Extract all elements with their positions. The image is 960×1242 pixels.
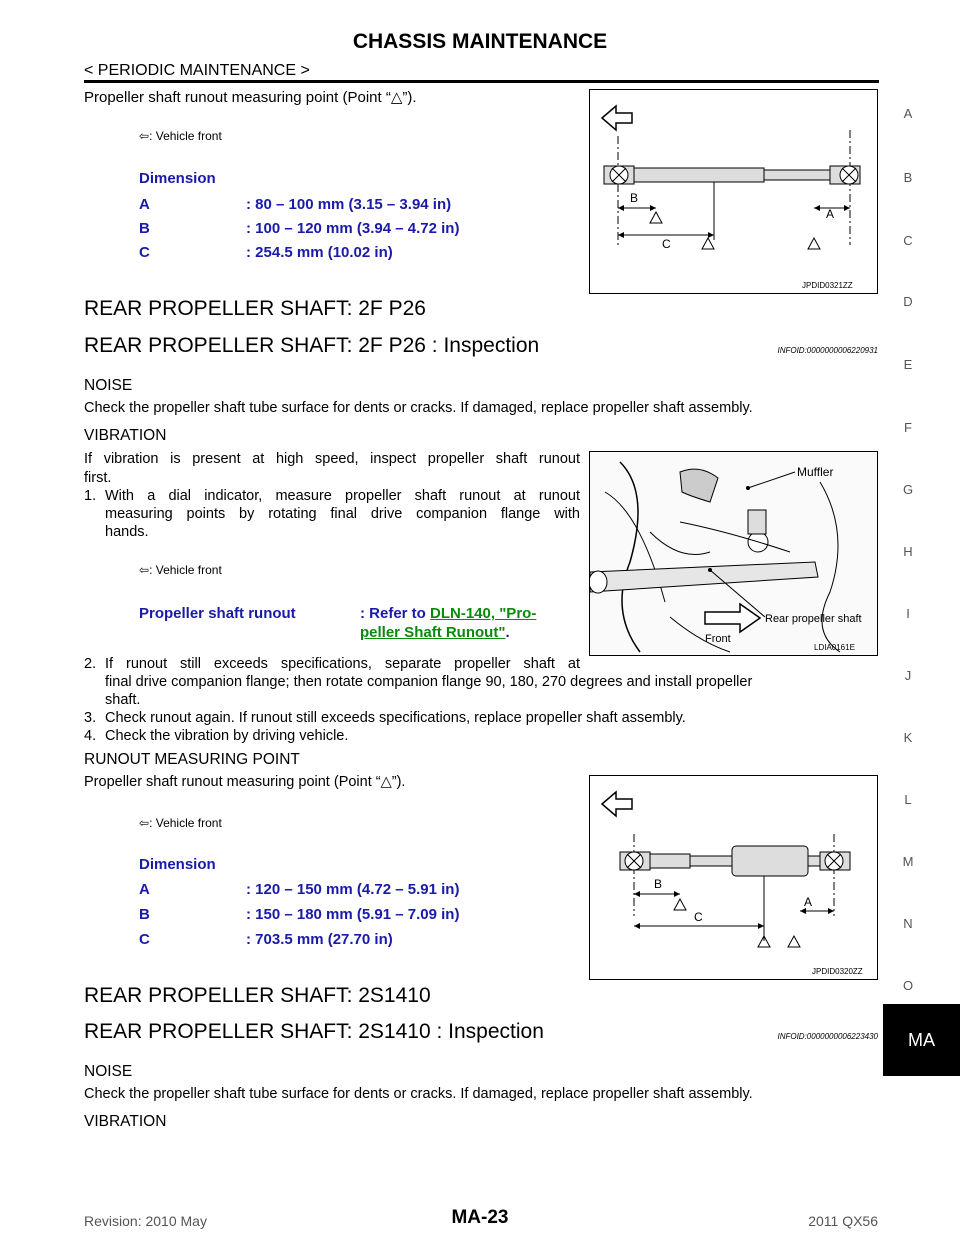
intro-text: Propeller shaft runout measuring point (… [84,774,406,790]
arrow-outline-icon: ⇦ [139,816,150,830]
dimension-row: B: 100 – 120 mm (3.94 – 4.72 in) [139,220,460,237]
label-b: B [630,191,638,205]
dln-140-link[interactable]: peller Shaft Runout" [360,624,506,641]
vehicle-front-legend: ⇦: Vehicle front [139,563,222,577]
dimension-label: Dimension [139,170,216,187]
vibration-heading: VIBRATION [84,427,167,444]
intro-text: Propeller shaft runout measuring point (… [84,89,417,106]
step-text: hands. [105,524,149,540]
step-number: 4. [84,728,97,744]
info-id: INFOID:0000000006223430 [777,1032,878,1041]
page-number: MA-23 [451,1207,509,1228]
side-index-f[interactable]: F [904,420,912,435]
spec-value: : Refer to DLN-140, "Pro- [360,605,537,622]
side-index-n[interactable]: N [903,916,913,931]
runout-heading: RUNOUT MEASURING POINT [84,751,300,768]
step-text: With a dial indicator, measure propeller… [105,488,580,504]
info-id: INFOID:0000000006220931 [777,346,878,355]
muffler-label: Muffler [797,465,833,479]
step-text: final drive companion flange; then rotat… [105,674,753,690]
label-a: A [826,207,834,221]
figure-id: LDIA0161E [814,643,855,652]
arrow-outline-icon: ⇦ [139,563,150,577]
step-number: 3. [84,710,97,726]
revision-text: Revision: 2010 May [84,1213,207,1229]
side-index-l[interactable]: L [904,792,912,807]
side-index-h[interactable]: H [903,544,913,559]
step-text: If runout still exceeds specifications, … [105,656,580,672]
dimension-row: A: 80 – 100 mm (3.15 – 3.94 in) [139,196,452,213]
noise-text: Check the propeller shaft tube surface f… [84,1086,753,1102]
vibration-intro: If vibration is present at high speed, i… [84,451,580,467]
side-index-m[interactable]: M [902,854,914,869]
side-index-b[interactable]: B [903,170,913,185]
dln-140-link[interactable]: DLN-140, "Pro- [430,605,537,622]
side-index-a[interactable]: A [903,106,913,121]
side-index-d[interactable]: D [903,294,913,309]
step-text: Check runout again. If runout still exce… [105,710,686,726]
dimension-label: Dimension [139,856,216,873]
label-c: C [694,910,703,924]
step-number: 1. [84,488,97,504]
subsection-heading: REAR PROPELLER SHAFT: 2F P26 : Inspectio… [84,334,540,357]
vibration-heading: VIBRATION [84,1113,167,1130]
section-breadcrumb: < PERIODIC MAINTENANCE > [84,62,310,79]
side-index-c[interactable]: C [903,233,913,248]
propeller-shaft-diagram: B C A JPDID0320ZZ [589,775,878,980]
side-index-i[interactable]: I [906,606,910,621]
dimension-row: B: 150 – 180 mm (5.91 – 7.09 in) [139,906,460,923]
figure-id: JPDID0320ZZ [812,967,863,976]
step-text: shaft. [105,692,141,708]
arrow-outline-icon: ⇦ [139,129,150,143]
step-text: measuring points by rotating final drive… [105,506,580,522]
dimension-row: C: 254.5 mm (10.02 in) [139,244,393,261]
vehicle-front-legend: ⇦: Vehicle front [139,816,222,830]
step-number: 2. [84,656,97,672]
side-index-g[interactable]: G [902,482,914,497]
dimension-row: A: 120 – 150 mm (4.72 – 5.91 in) [139,881,460,898]
noise-text: Check the propeller shaft tube surface f… [84,400,753,416]
dimension-row: C: 703.5 mm (27.70 in) [139,931,393,948]
front-label: Front [705,633,731,645]
label-c: C [662,237,671,251]
vehicle-front-legend: ⇦: Vehicle front [139,129,222,143]
vibration-intro: first. [84,470,112,486]
rear-shaft-label: Rear propeller shaft [765,613,862,625]
section-heading: REAR PROPELLER SHAFT: 2S1410 [84,984,431,1007]
subsection-heading: REAR PROPELLER SHAFT: 2S1410 : Inspectio… [84,1020,544,1043]
side-index-k[interactable]: K [903,730,913,745]
section-tab-ma[interactable]: MA [883,1004,960,1076]
side-index-j[interactable]: J [904,668,912,683]
header-rule [84,80,879,83]
side-index-o[interactable]: O [902,978,914,993]
spec-label: Propeller shaft runout [139,605,296,622]
figure-id: JPDID0321ZZ [802,281,853,290]
spec-value: peller Shaft Runout". [360,624,510,641]
section-heading: REAR PROPELLER SHAFT: 2F P26 [84,297,426,320]
page-title: CHASSIS MAINTENANCE [352,30,608,53]
propeller-shaft-diagram: B C A JPDID0321ZZ [589,89,878,294]
label-b: B [654,877,662,891]
noise-heading: NOISE [84,377,133,394]
model-text: 2011 QX56 [808,1213,878,1229]
label-a: A [804,895,812,909]
side-index-e[interactable]: E [903,357,913,372]
muffler-photo: Muffler Rear propeller shaft Front LDIA0… [589,451,878,656]
step-text: Check the vibration by driving vehicle. [105,728,349,744]
noise-heading: NOISE [84,1063,133,1080]
